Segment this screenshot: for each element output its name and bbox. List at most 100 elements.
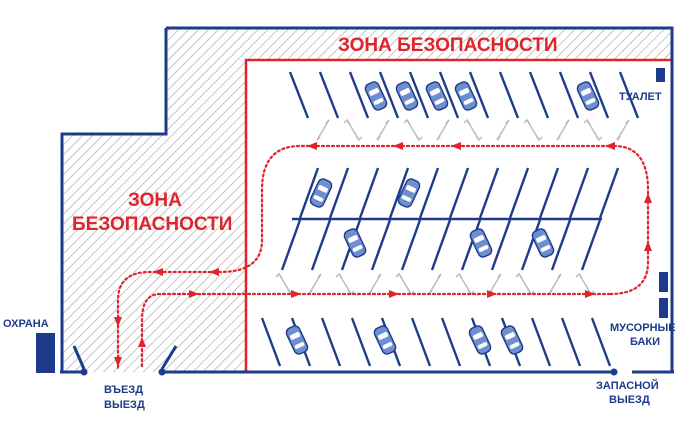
two-way-arrow-icon (316, 119, 330, 141)
car-rear-window (401, 195, 412, 202)
arrow-head-top (317, 273, 322, 279)
two-way-arrow-icon (343, 118, 363, 142)
car-icon (285, 325, 309, 355)
car-rear-window (294, 342, 305, 349)
stall-line (348, 71, 370, 119)
car-windshield (290, 332, 301, 340)
arrow-head-top (437, 273, 442, 279)
two-way-arrow-icon (376, 119, 390, 141)
safety-zone-left-label-line2: БЕЗОПАСНОСТИ (72, 214, 233, 235)
stall-line (588, 71, 610, 119)
car-body (364, 81, 388, 111)
stall-line (498, 71, 520, 119)
arrow-head-top (583, 118, 591, 125)
trash-label-line2: БАКИ (630, 336, 661, 348)
exit-label: ВЫЕЗД (104, 399, 145, 411)
stall-line (490, 219, 512, 271)
car-body (285, 325, 309, 355)
emergency-gate-post (610, 368, 618, 376)
direction-arrow-icon (291, 290, 301, 298)
arrow-head-top (523, 118, 531, 125)
arrow-head-top (377, 273, 382, 279)
route-top-lane (116, 144, 616, 370)
stall-line (310, 219, 332, 271)
emergency-exit-label-line1: ЗАПАСНОЙ (596, 380, 659, 392)
two-way-arrow-icon (556, 119, 570, 141)
two-way-arrow-icon (436, 119, 450, 141)
two-way-arrow-icon (403, 118, 423, 142)
arrow-head-bottom (535, 135, 543, 142)
stall-line (400, 219, 422, 271)
car-rear-window (585, 98, 596, 105)
car-windshield (581, 88, 592, 96)
trash-bin-1 (659, 272, 668, 292)
car-rear-window (477, 342, 488, 349)
direction-arrow-icon (605, 142, 615, 150)
stall-line (528, 71, 550, 119)
direction-arrow-icon (487, 290, 497, 298)
car-rear-window (352, 245, 363, 252)
stall-line (320, 317, 342, 367)
car-body (395, 81, 419, 111)
gate-post-right (158, 368, 166, 376)
arrow-head-top (275, 272, 283, 279)
car-icon (531, 228, 555, 258)
car-icon (309, 178, 333, 208)
car-body (576, 81, 600, 111)
stall-line (408, 71, 430, 119)
car-body (469, 228, 493, 258)
direction-arrow-icon (189, 290, 199, 298)
stall-line (388, 167, 410, 219)
trash-label-line1: МУСОРНЫЕ (610, 322, 676, 334)
car-body (454, 81, 478, 111)
arrow-head-bottom (436, 135, 441, 141)
barrier-left (72, 345, 86, 370)
parked-cars (285, 81, 600, 355)
stall-line (430, 219, 452, 271)
car-body (397, 178, 421, 208)
barrier-right (160, 345, 178, 370)
car-rear-window (434, 98, 445, 105)
car-windshield (405, 185, 416, 193)
car-windshield (474, 235, 485, 243)
toilet-label: ТУАЛЕТ (619, 91, 662, 103)
arrow-head-top (625, 119, 630, 125)
car-rear-window (404, 98, 415, 105)
gate-post-left (80, 368, 88, 376)
arrow-head-bottom (556, 135, 561, 141)
car-icon (343, 228, 367, 258)
stall-line (598, 167, 620, 219)
arrow-head-top (455, 272, 463, 279)
car-icon (454, 81, 478, 111)
car-rear-window (478, 245, 489, 252)
arrow-head-top (403, 118, 411, 125)
parking-area (246, 60, 672, 372)
car-windshield (459, 88, 470, 96)
car-rear-window (540, 245, 551, 252)
car-windshield (369, 88, 380, 96)
car-body (500, 325, 524, 355)
direction-arrows (114, 142, 652, 367)
car-icon (364, 81, 388, 111)
car-windshield (400, 88, 411, 96)
guard-label: ОХРАНА (3, 318, 49, 330)
stall-line (460, 219, 482, 271)
arrow-head-bottom (415, 135, 423, 142)
safety-zone-left-label-line1: ЗОНА (128, 190, 182, 211)
car-body (425, 81, 449, 111)
guard-booth (36, 333, 55, 373)
stall-line (558, 71, 580, 119)
two-way-arrow-icon (583, 118, 603, 142)
car-windshield (473, 332, 484, 340)
arrow-head-top (557, 273, 562, 279)
car-body (343, 228, 367, 258)
arrow-head-top (575, 272, 583, 279)
direction-arrow-icon (389, 290, 399, 298)
arrow-head-bottom (355, 135, 363, 142)
arrow-head-bottom (496, 135, 501, 141)
direction-arrow-icon (153, 268, 163, 276)
arrow-head-top (343, 118, 351, 125)
direction-arrow-icon (307, 142, 317, 150)
stall-line (280, 219, 302, 271)
direction-arrow-icon (114, 357, 122, 367)
